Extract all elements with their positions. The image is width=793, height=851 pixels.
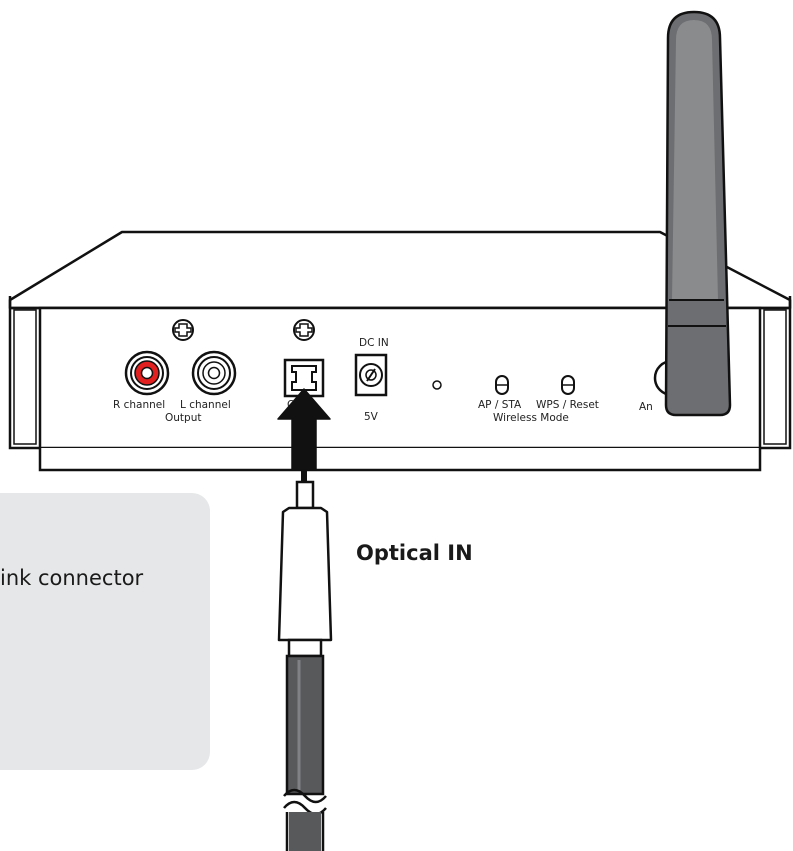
label-l-channel: L channel: [180, 399, 231, 411]
label-antenna: An: [639, 401, 653, 413]
wps-reset-button-icon: [561, 375, 575, 395]
label-ap-sta: AP / STA: [478, 399, 522, 411]
screw-icon: [172, 319, 194, 341]
optical-cable-icon: [277, 470, 333, 851]
device-left-side: [8, 296, 40, 450]
device-right-side: [760, 296, 792, 450]
optical-port-icon: [283, 358, 325, 398]
panel-inner-left: [13, 309, 37, 445]
dc-jack-icon: [354, 353, 388, 397]
label-r-channel: R channel: [113, 399, 165, 411]
rca-right-jack-icon: [124, 350, 170, 396]
led-indicator-icon: [432, 380, 442, 390]
label-dc-in: DC IN: [359, 337, 389, 349]
panel-inner-right: [763, 309, 787, 445]
callout-box: [0, 493, 210, 770]
antenna-icon: [664, 10, 732, 417]
callout-text: ink connector: [0, 566, 144, 590]
label-wps-reset: WPS / Reset: [536, 399, 599, 411]
label-wireless-mode: Wireless Mode: [493, 412, 569, 424]
rca-left-jack-icon: [191, 350, 237, 396]
label-output: Output: [165, 412, 201, 424]
device-base: [38, 448, 762, 472]
optical-in-title: Optical IN: [356, 541, 473, 565]
screw-icon: [293, 319, 315, 341]
label-voltage: 5V: [364, 411, 379, 423]
ap-sta-switch-icon: [495, 375, 509, 395]
